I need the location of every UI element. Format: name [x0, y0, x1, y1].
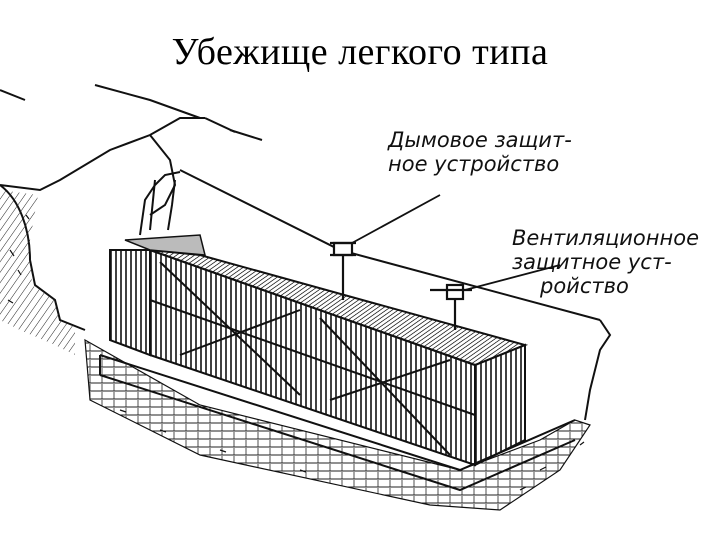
vent-device-label-line2: защитное уст- — [512, 250, 672, 274]
base-platform — [99, 354, 576, 492]
smoke-device-label-line1: Дымовое защит- — [388, 128, 572, 152]
vent-device-label: Вентиляционное защитное уст- ройство — [512, 226, 699, 298]
front-bracing — [149, 261, 476, 456]
vent-device-label-line1: Вентиляционное — [512, 226, 700, 250]
shelter-entrance — [109, 249, 151, 357]
vent-device-label-line3: ройство — [540, 274, 629, 298]
page-title: Убежище легкого типа — [171, 31, 549, 73]
smoke-chimney — [139, 171, 181, 236]
vent-leader-line — [464, 264, 561, 291]
soil-hatch-left — [0, 190, 75, 355]
smoke-device-label: Дымовое защит- ное устройство — [388, 128, 572, 176]
smoke-device-pipe — [330, 241, 356, 300]
soil-hatch-front — [84, 338, 591, 511]
shelter-end-wall — [474, 343, 526, 467]
sketch-marks — [7, 214, 585, 491]
smoke-device-label-line2: ное устройство — [388, 152, 560, 176]
smoke-leader-line — [351, 194, 441, 244]
